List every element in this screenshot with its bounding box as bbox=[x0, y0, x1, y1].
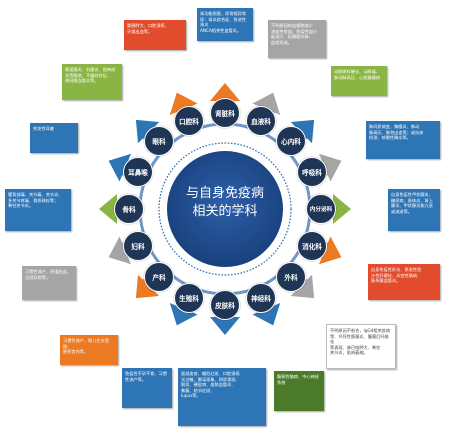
dept-xinnei: 心内科 bbox=[276, 126, 306, 156]
dept-shenjing: 神经科 bbox=[246, 283, 276, 313]
dept-erbihou: 耳鼻喉 bbox=[123, 157, 153, 187]
dept-guke: 骨科 bbox=[114, 194, 144, 224]
center-circle bbox=[167, 151, 283, 267]
desc-line: 脱发、硬皮病、皮肤血管炎、 bbox=[181, 382, 236, 388]
desc-line: 溶血性贫血、免疫性血小 bbox=[271, 28, 318, 34]
desc-line: 癫痫性脑病、中心神经 bbox=[277, 374, 319, 379]
desc-line: 习惯性流产、阴道出血、 bbox=[25, 269, 72, 274]
desc-box-shenjing: 癫痫性脑病、中心神经 系统 bbox=[274, 371, 324, 411]
desc-line: 等表现、淋巴结肿大、脊柱 bbox=[330, 344, 381, 350]
desc-line: 紫癜、结节红斑、 bbox=[181, 387, 215, 393]
desc-box-erbihou: 突发性耳聋 bbox=[30, 123, 78, 153]
desc-line: lupus等。 bbox=[181, 393, 201, 399]
desc-box-shenzang: 肾功能损害，尿常规异常 尿：肾炎综合征、急进性肾炎 ANCA相关性血管炎。 bbox=[197, 8, 253, 41]
desc-line: 糖尿病、垂体炎、肾上 bbox=[391, 197, 433, 203]
desc-box-xiaohua: 自身免疫性肝炎、原发性胆 汁性肝硬化、炎症性肠病、 肠系膜血管炎。 bbox=[368, 264, 440, 300]
desc-line: 或减退等。 bbox=[391, 208, 412, 214]
dept-kouqiang: 口腔科 bbox=[174, 106, 204, 136]
desc-box-yanke: 葡萄膜炎、巩膜炎、视神经 炎等眼病、干燥综合征、 视网膜血管炎等。 bbox=[62, 64, 122, 100]
desc-line: 突发性耳聋 bbox=[33, 126, 54, 131]
desc-box-kouqiang: 腮腺肿大、口腔溃疡、 牙龈出血等。 bbox=[124, 20, 186, 50]
dept-waike: 外科 bbox=[276, 262, 306, 292]
desc-box-huxi: 肺间质病变、胸膜炎、肺动 脉高压、肺泡出血等；或抗体 检测、咳嗽性胸水等。 bbox=[366, 121, 440, 159]
desc-line: 关节炎、肌肉萎缩。 bbox=[330, 350, 368, 356]
desc-line: 多关节疼痛、骨质疏松等； bbox=[8, 197, 59, 203]
desc-line: 面部皮疹、蝶形红斑、口腔溃疡 bbox=[181, 371, 240, 376]
desc-line: 炎等眼病、干燥综合征、 bbox=[65, 72, 112, 78]
desc-line: 不明原因的血细胞减少 bbox=[271, 23, 313, 28]
desc-line: 脊柱关节炎。 bbox=[8, 203, 34, 209]
desc-line: 光过敏、雷诺现象、网状青斑、 bbox=[181, 376, 240, 382]
desc-line: 月经异常等。 bbox=[25, 274, 51, 280]
desc-line: 免疫性不孕不育、习惯 bbox=[125, 371, 167, 376]
desc-line: 汁性肝硬化、炎症性肠病、 bbox=[371, 272, 422, 278]
desc-line: 尿：肾炎综合征、急进性肾炎 bbox=[200, 16, 247, 28]
desc-box-guke: 腰背部痛、关节痛、关节炎、 多关节疼痛、骨质疏松等； 脊柱关节炎。 bbox=[5, 189, 71, 231]
desc-line: 板减少、抗磷脂抗体、 bbox=[271, 34, 313, 40]
desc-line: 视网膜血管炎等。 bbox=[65, 78, 99, 84]
dept-fuke: 妇科 bbox=[123, 231, 153, 261]
desc-line: 腰背部痛、关节痛、关节炎、 bbox=[8, 192, 63, 197]
desc-line: 自身免疫性肝炎、原发性胆 bbox=[371, 267, 422, 272]
desc-line: 等、坏死性筋膜炎、腹膜后纤维化 bbox=[330, 333, 389, 345]
desc-line: 性流产等。 bbox=[125, 376, 146, 382]
desc-line: ANCA相关性血管炎。 bbox=[200, 27, 242, 33]
desc-line: 牙龈出血等。 bbox=[127, 28, 153, 34]
desc-line: 不明原因不愈合，IgG4相关疾病 bbox=[330, 328, 391, 333]
dept-neifenmi: 内分泌科 bbox=[306, 194, 336, 224]
dept-shengzhi: 生殖科 bbox=[174, 283, 204, 313]
desc-box-shengzhi: 免疫性不孕不育、习惯 性流产等。 bbox=[122, 368, 172, 408]
desc-line: 检测、咳嗽性胸水等。 bbox=[369, 135, 411, 141]
desc-box-fuke: 习惯性流产、阴道出血、 月经异常等。 bbox=[22, 266, 76, 300]
desc-line: 肾功能损害，尿常规异常 bbox=[200, 11, 247, 16]
desc-box-chanke: 习惯性流产、胎儿生长受限、 胎死宫内等。 bbox=[60, 335, 118, 365]
desc-box-pifu: 面部皮疹、蝶形红斑、口腔溃疡 光过敏、雷诺现象、网状青斑、 脱发、硬皮病、皮肤血… bbox=[178, 368, 266, 426]
dept-xiaohua: 消化科 bbox=[297, 231, 327, 261]
desc-line: 胎死宫内等。 bbox=[63, 349, 89, 355]
desc-line: 脉高压、肺泡出血等；或抗体 bbox=[369, 129, 424, 135]
desc-line: 肠系膜血管炎。 bbox=[371, 278, 401, 284]
dept-huxi: 呼吸科 bbox=[297, 157, 327, 187]
desc-box-neifenmi: 自身免疫性甲状腺炎、 糖尿病、垂体炎、肾上 腺炎、甲状腺功能亢进 或减退等。 bbox=[388, 189, 440, 231]
desc-line: 自身免疫性甲状腺炎、 bbox=[391, 192, 433, 197]
desc-line: 习惯性流产、胎儿生长受限、 bbox=[63, 338, 110, 349]
desc-line: 葡萄膜炎、巩膜炎、视神经 bbox=[65, 67, 116, 72]
dept-pifu: 皮肤科 bbox=[210, 290, 240, 320]
desc-line: 血栓形成。 bbox=[271, 39, 292, 45]
desc-line: 动脉粥样硬化、动脉瘤、 bbox=[334, 69, 381, 74]
desc-box-xueye: 不明原因的血细胞减少 溶血性贫血、免疫性血小 板减少、抗磷脂抗体、 血栓形成。 bbox=[268, 20, 326, 58]
desc-line: 肺间质病变、胸膜炎、肺动 bbox=[369, 124, 420, 129]
desc-line: 系统 bbox=[277, 379, 286, 385]
dept-yanke: 眼科 bbox=[144, 126, 174, 156]
desc-line: 腮腺肿大、口腔溃疡、 bbox=[127, 23, 169, 28]
desc-box-xinnei: 动脉粥样硬化、动脉瘤、 肺动脉高压、心脏瓣膜病 bbox=[331, 66, 387, 96]
desc-box-waike: 不明原因不愈合，IgG4相关疾病 等、坏死性筋膜炎、腹膜后纤维化 等表现、淋巴结… bbox=[326, 324, 396, 369]
desc-line: 肺动脉高压、心脏瓣膜病 bbox=[334, 74, 381, 80]
dept-chanke: 产科 bbox=[144, 262, 174, 292]
center-title: 与自身免疫病 相关的学科 bbox=[175, 185, 275, 235]
dept-xueye: 血液科 bbox=[246, 106, 276, 136]
dept-shenzang: 肾脏科 bbox=[210, 98, 240, 128]
desc-line: 腺炎、甲状腺功能亢进 bbox=[391, 203, 433, 209]
center-title-line1: 与自身免疫病 bbox=[185, 186, 264, 201]
center-title-line2: 相关的学科 bbox=[192, 204, 258, 219]
